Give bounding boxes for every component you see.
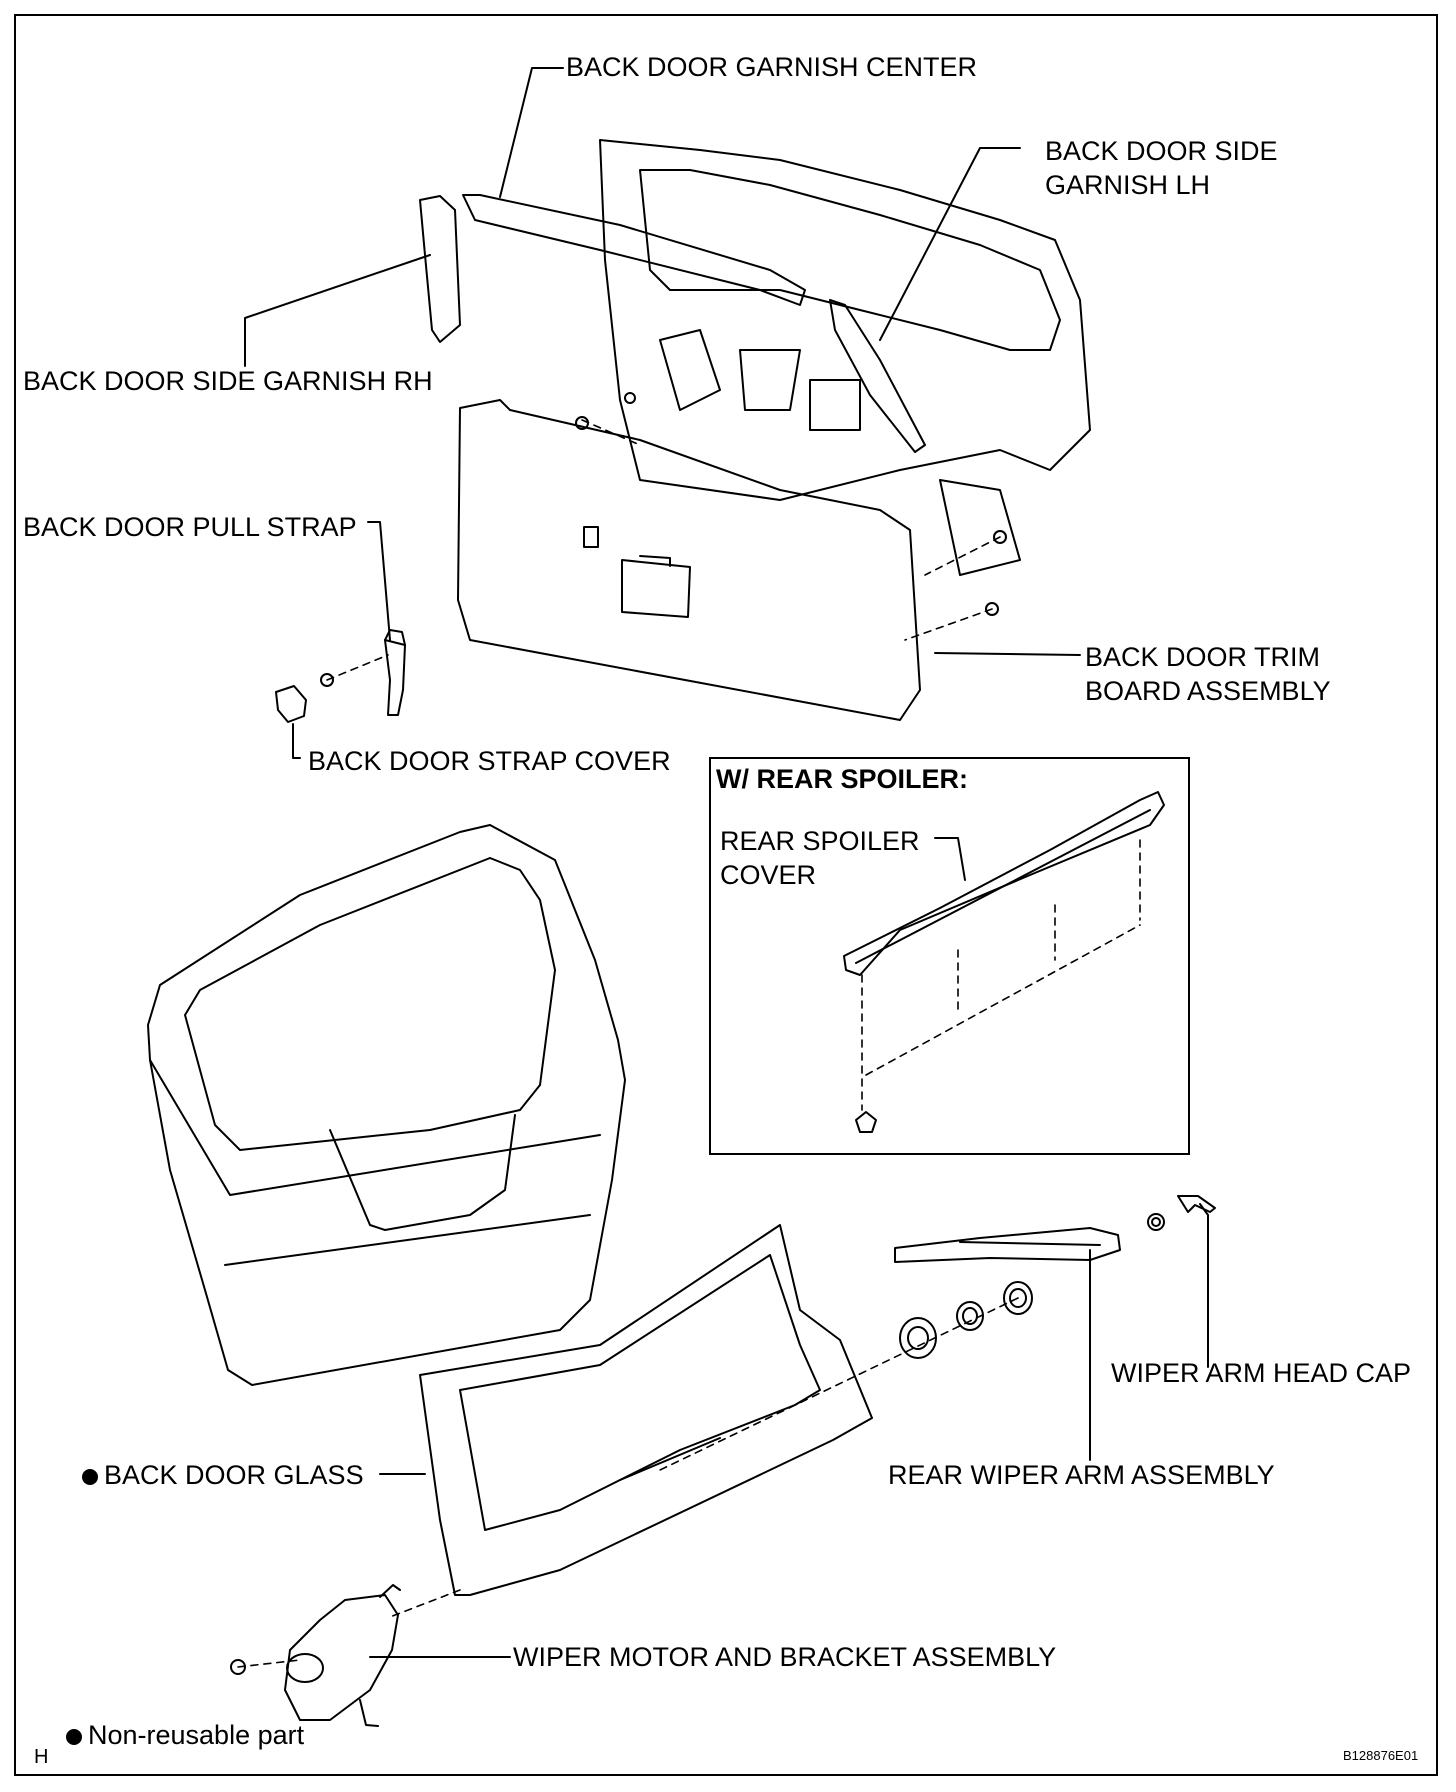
label-back-door-side-garnish-lh-line2: GARNISH LH (1045, 170, 1211, 200)
label-back-door-glass: BACK DOOR GLASS (82, 1458, 364, 1492)
diagram-frame (14, 14, 1438, 1776)
side-garnish-lh-part (829, 299, 926, 453)
non-reusable-marker-icon (82, 1469, 98, 1485)
figure-code: B128876E01 (1343, 1748, 1419, 1763)
non-reusable-marker-icon (66, 1729, 82, 1745)
label-rear-spoiler-cover-line2: COVER (720, 860, 817, 890)
legend-non-reusable: Non-reusable part (66, 1718, 304, 1752)
pull-strap-part (384, 629, 406, 716)
label-back-door-trim-board-line2: BOARD ASSEMBLY (1085, 676, 1331, 706)
strap-cover-part (275, 685, 307, 723)
label-back-door-garnish-center: BACK DOOR GARNISH CENTER (566, 52, 978, 82)
rear-wiper-arm-part (894, 1227, 1121, 1263)
legend-text: Non-reusable part (88, 1720, 305, 1750)
wiper-motor-part (284, 1584, 401, 1727)
label-rear-wiper-arm-assembly: REAR WIPER ARM ASSEMBLY (888, 1460, 1275, 1490)
rear-spoiler-cover-part (843, 791, 1165, 976)
side-garnish-rh-part (419, 195, 461, 343)
label-back-door-pull-strap: BACK DOOR PULL STRAP (23, 512, 357, 542)
label-wiper-arm-head-cap: WIPER ARM HEAD CAP (1111, 1358, 1412, 1388)
back-door-inner-panel (599, 139, 1091, 576)
garnish-center-part (462, 194, 806, 306)
label-inset-title: W/ REAR SPOILER: (716, 764, 969, 794)
label-back-door-side-garnish-rh: BACK DOOR SIDE GARNISH RH (23, 366, 433, 396)
label-rear-spoiler-cover-line1: REAR SPOILER (720, 826, 920, 856)
back-door-outer-panel (147, 824, 626, 1386)
corner-mark: H (34, 1746, 49, 1768)
label-back-door-side-garnish-lh-line1: BACK DOOR SIDE (1045, 136, 1278, 166)
wiper-arm-head-cap-part (1177, 1195, 1216, 1213)
label-back-door-trim-board-line1: BACK DOOR TRIM (1085, 642, 1321, 672)
back-door-trim-board (457, 399, 921, 721)
back-door-glass-part (419, 1224, 873, 1596)
rear-spoiler-inset (709, 757, 1190, 1155)
label-back-door-strap-cover: BACK DOOR STRAP COVER (308, 746, 671, 776)
label-wiper-motor-and-bracket: WIPER MOTOR AND BRACKET ASSEMBLY (513, 1642, 1057, 1672)
label-back-door-glass-text: BACK DOOR GLASS (104, 1460, 364, 1490)
